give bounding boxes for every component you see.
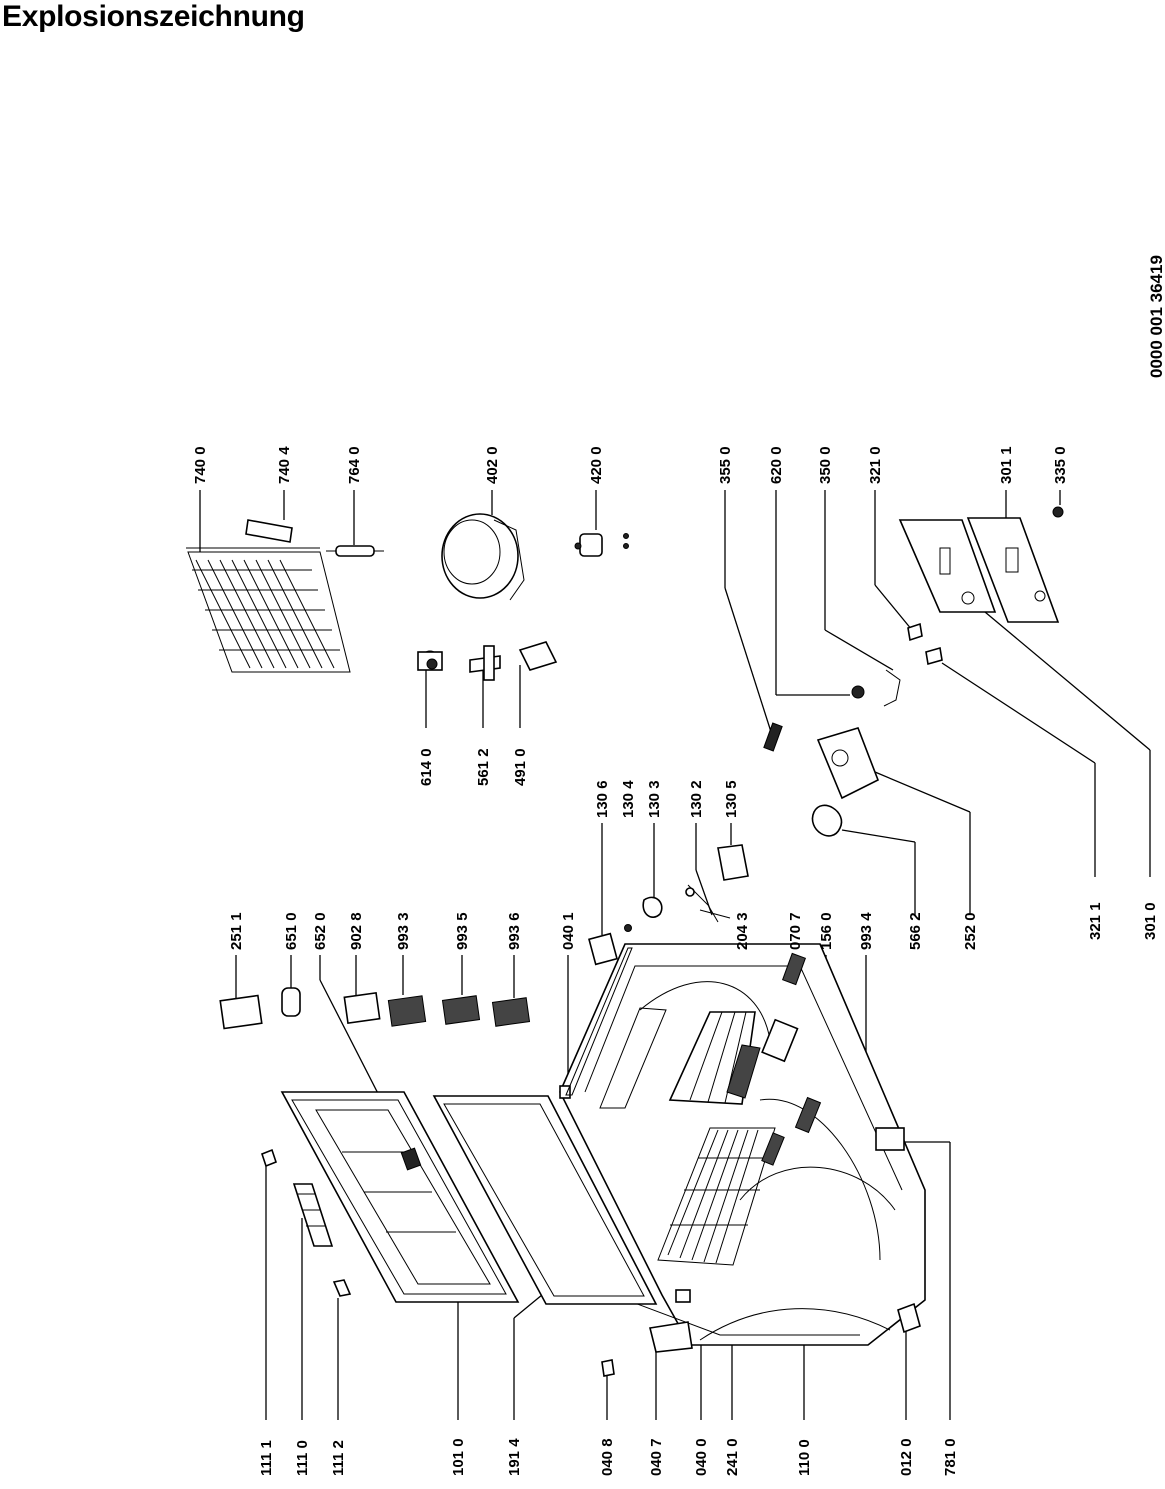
label-040-1: 040 1	[560, 912, 577, 950]
label-301-0: 301 0	[1142, 902, 1159, 940]
control-group	[763, 622, 943, 837]
label-241-0: 241 0	[724, 1438, 741, 1476]
small-parts-left	[261, 1148, 921, 1377]
label-764-0: 764 0	[346, 446, 363, 484]
label-740-4: 740 4	[276, 446, 293, 484]
label-110-0: 110 0	[796, 1439, 813, 1476]
label-252-0: 252 0	[962, 912, 979, 950]
lid-frame	[565, 947, 667, 1109]
label-040-7: 040 7	[648, 1438, 665, 1476]
label-420-0: 420 0	[588, 446, 605, 484]
label-251-1: 251 1	[228, 912, 245, 950]
label-130-2: 130 2	[688, 780, 705, 818]
label-111-1: 111 1	[258, 1440, 275, 1476]
label-111-0: 111 0	[294, 1440, 311, 1476]
label-321-0: 321 0	[867, 446, 884, 484]
label-561-2: 561 2	[475, 748, 492, 786]
label-781-0: 781 0	[942, 1438, 959, 1476]
label-993-5: 993 5	[454, 912, 471, 950]
label-040-0: 040 0	[693, 1438, 710, 1476]
label-191-4: 191 4	[506, 1438, 523, 1476]
label-321-1: 321 1	[1087, 902, 1104, 940]
label-620-0: 620 0	[768, 446, 785, 484]
label-993-6: 993 6	[506, 912, 523, 950]
door-assembly	[280, 1091, 520, 1303]
compressor-parts	[245, 513, 629, 601]
label-902-8: 902 8	[348, 912, 365, 950]
label-156-0: 156 0	[818, 912, 835, 950]
label-993-4: 993 4	[858, 912, 875, 950]
relay-components	[417, 641, 558, 681]
label-204-3: 204 3	[734, 912, 751, 950]
label-651-0: 651 0	[283, 912, 300, 950]
label-350-0: 350 0	[817, 446, 834, 484]
label-040-8: 040 8	[599, 1438, 616, 1476]
shelf-compartments	[668, 1011, 761, 1105]
label-614-0: 614 0	[418, 748, 435, 786]
label-130-4: 130 4	[620, 780, 637, 818]
door-gasket	[432, 1095, 658, 1305]
label-355-0: 355 0	[717, 446, 734, 484]
condenser-coil	[186, 547, 351, 673]
label-111-2: 111 2	[330, 1440, 347, 1476]
label-652-0: 652 0	[312, 912, 329, 950]
label-335-0: 335 0	[1052, 446, 1069, 484]
document-number: 0000 001 36419	[1147, 255, 1165, 378]
label-993-3: 993 3	[395, 912, 412, 950]
label-740-0: 740 0	[192, 446, 209, 484]
page-title: Explosionszeichnung	[2, 0, 305, 33]
label-130-5: 130 5	[723, 780, 740, 818]
wire-basket	[657, 1127, 776, 1266]
label-566-2: 566 2	[907, 912, 924, 950]
label-301-1: 301 1	[998, 446, 1015, 484]
label-491-0: 491 0	[512, 748, 529, 786]
label-130-6: 130 6	[594, 780, 611, 818]
label-012-0: 012 0	[898, 1438, 915, 1476]
control-panels	[898, 506, 1064, 623]
small-parts-middle	[219, 844, 807, 1030]
label-130-3: 130 3	[646, 780, 663, 818]
label-402-0: 402 0	[484, 446, 501, 484]
label-070-7: 070 7	[787, 912, 804, 950]
part-labels: 111 1 111 0 111 2 101 0 191 4 040 8 040 …	[192, 255, 1165, 1476]
label-101-0: 101 0	[450, 1438, 467, 1476]
